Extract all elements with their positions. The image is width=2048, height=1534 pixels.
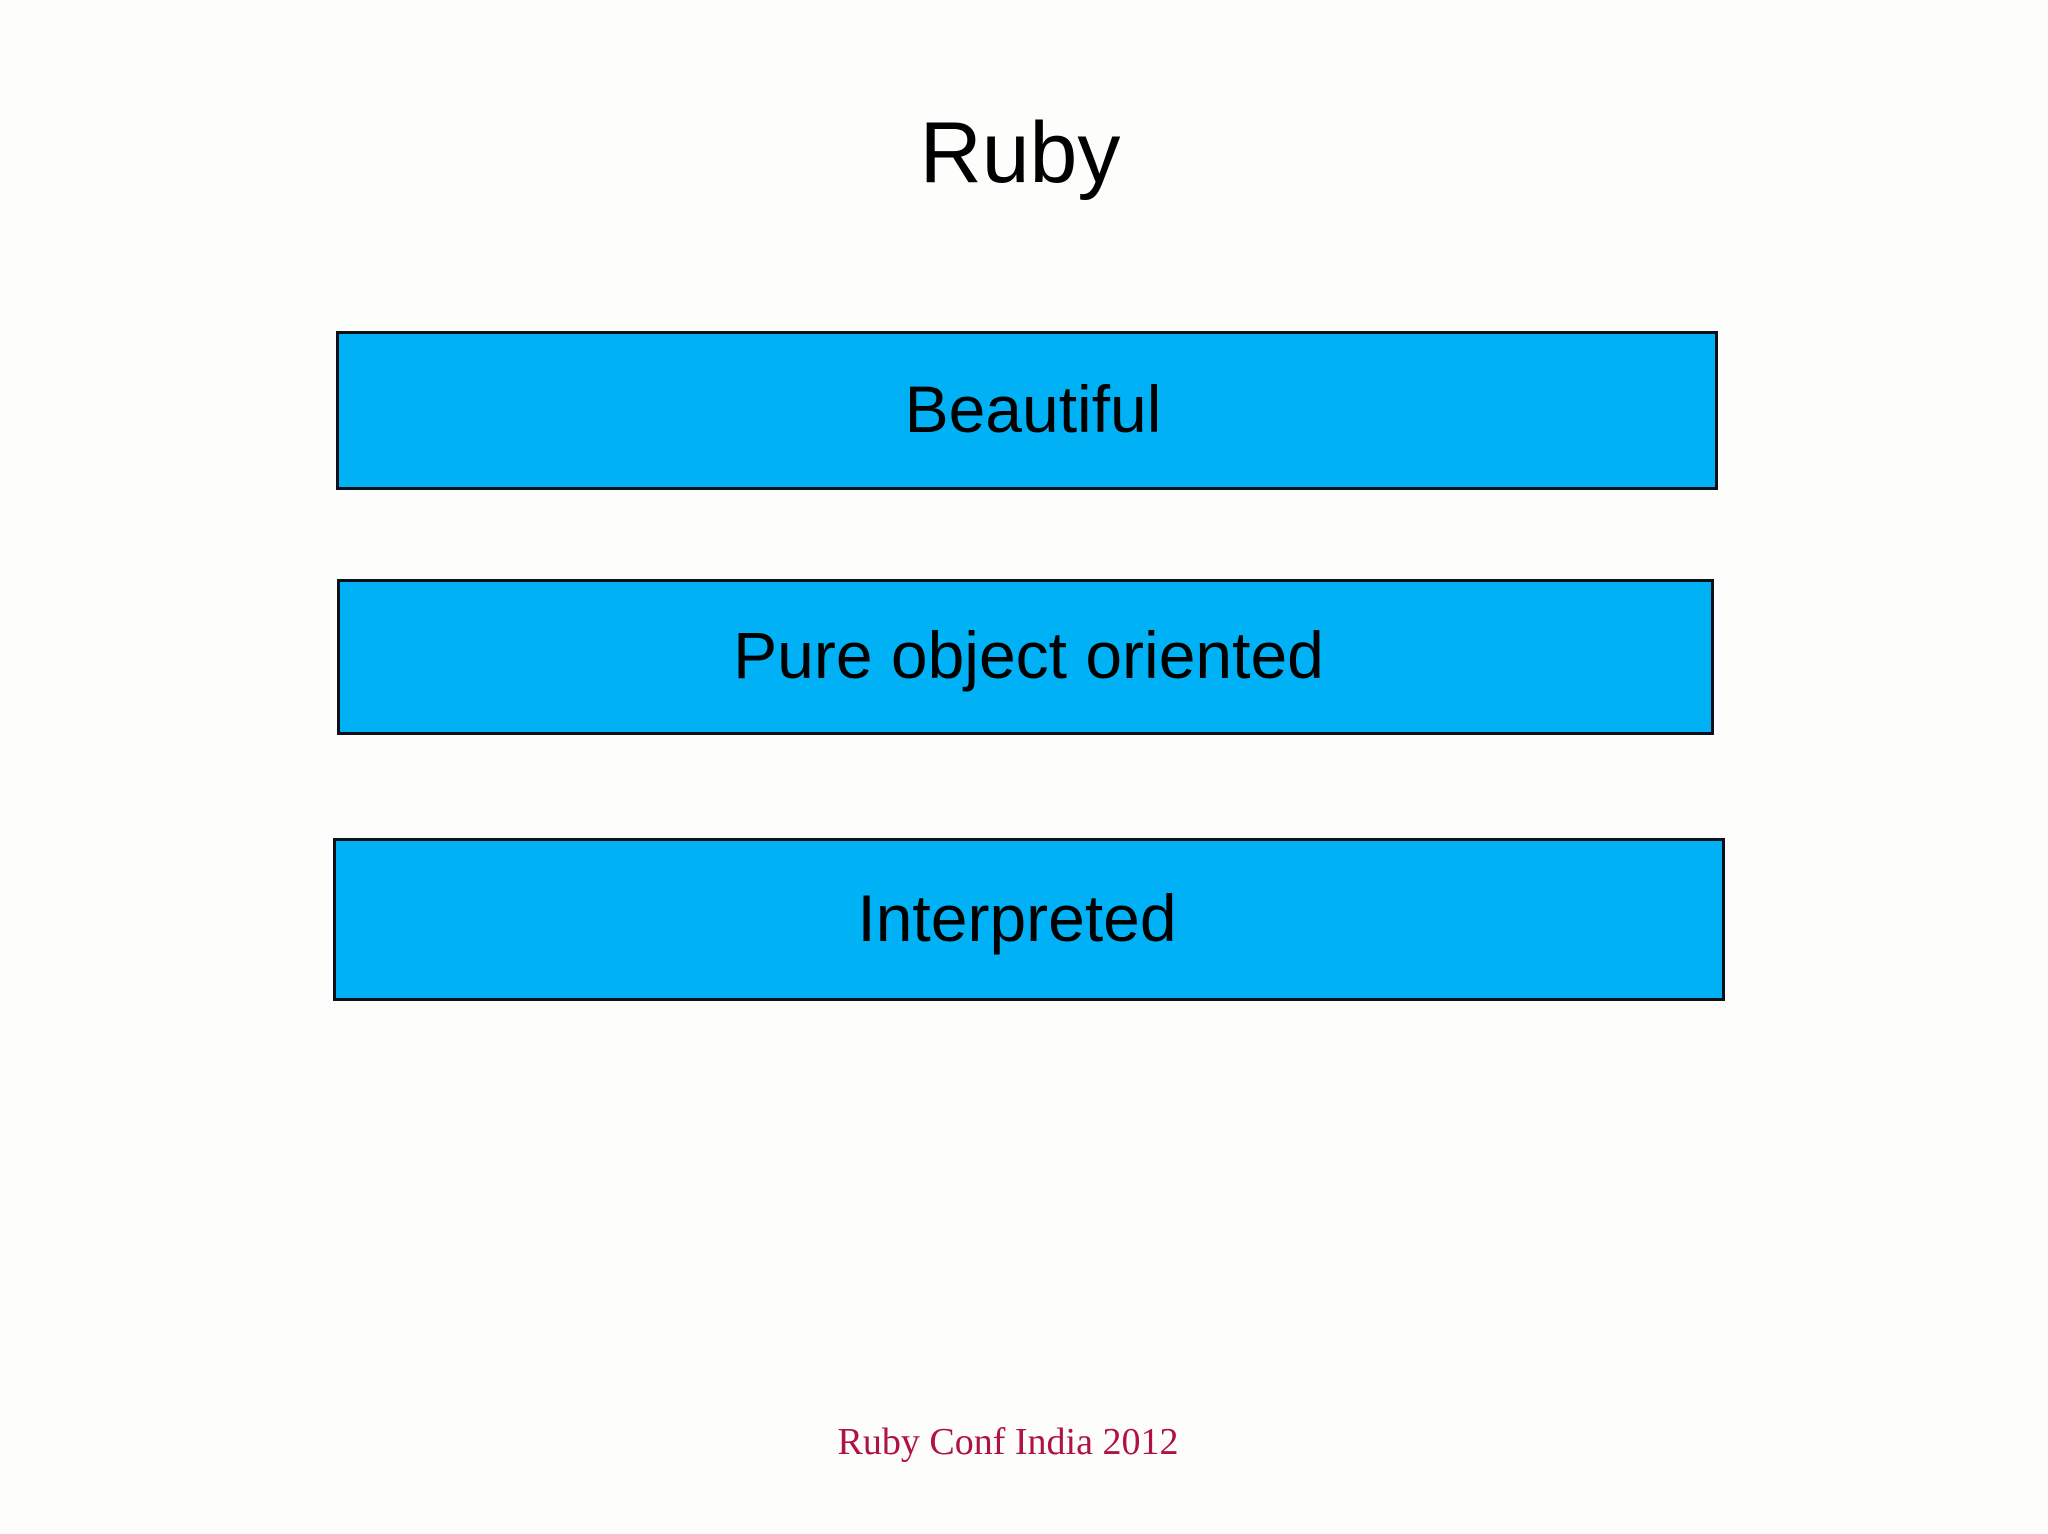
slide-footer-text: Ruby Conf India 2012 (837, 1421, 1179, 1463)
slide-title-text: Ruby (919, 104, 1121, 201)
feature-bar-label: Beautiful (904, 371, 1162, 446)
page-title: Ruby (0, 110, 2048, 196)
feature-bar-beautiful[interactable]: Beautiful (336, 331, 1718, 490)
slide-footer: Ruby Conf India 2012 (0, 1423, 2048, 1461)
feature-bar-pure-object-oriented[interactable]: Pure object oriented (337, 579, 1714, 735)
feature-bar-label: Pure object oriented (733, 618, 1324, 692)
feature-bar-label: Interpreted (857, 880, 1177, 955)
feature-bar-interpreted[interactable]: Interpreted (333, 838, 1725, 1001)
